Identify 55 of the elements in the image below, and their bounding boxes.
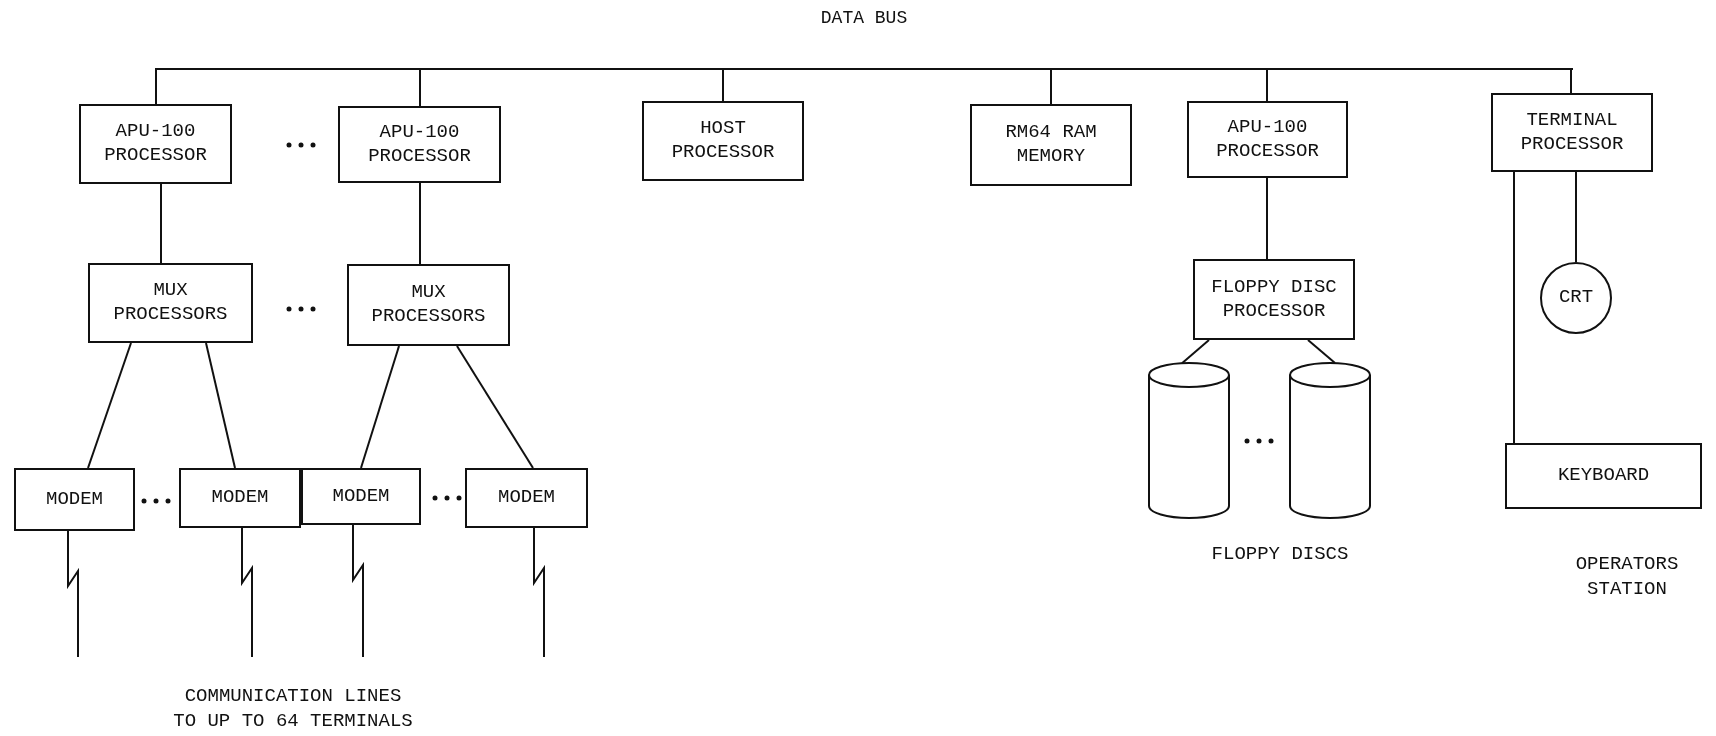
box-label: MUX PROCESSORS: [112, 279, 229, 327]
box-label: KEYBOARD: [1556, 464, 1651, 488]
processor-box: [642, 101, 804, 181]
connector-line: [456, 345, 534, 469]
box-label: TERMINAL PROCESSOR: [1519, 108, 1625, 157]
box-label: APU-100 PROCESSOR: [103, 120, 208, 168]
caption-text: FLOPPY DISCS: [1210, 542, 1350, 567]
connector-line: [1050, 69, 1052, 105]
processor-box: [1193, 259, 1355, 340]
modem-box: [301, 468, 421, 525]
keyboard-box: [1505, 443, 1702, 509]
communication-line: [241, 527, 253, 658]
caption-text: COMMUNICATION LINES TO UP TO 64 TERMINALS: [173, 684, 413, 734]
processor-box: [79, 104, 232, 184]
processor-box: [1491, 93, 1653, 172]
box-label: MODEM: [45, 487, 104, 512]
connector-line: [1575, 171, 1577, 263]
box-label: FLOPPY DISC PROCESSOR: [1210, 275, 1338, 324]
box-label: MODEM: [497, 486, 556, 510]
box-label: APU-100 PROCESSOR: [1215, 115, 1320, 164]
box-label: MODEM: [331, 484, 391, 509]
connector-line: [87, 342, 132, 469]
connector-line: [1266, 69, 1268, 102]
box-label: CRT: [1557, 286, 1595, 310]
processor-box: [1187, 101, 1348, 178]
communication-line: [533, 527, 545, 658]
box-label: RM64 RAM MEMORY: [1004, 121, 1098, 169]
box-label: APU-100 PROCESSOR: [367, 120, 472, 169]
connector-line: [1266, 177, 1268, 260]
communication-line: [352, 524, 364, 658]
connector-line: [1307, 339, 1336, 365]
bus-label: DATA BUS: [819, 8, 909, 28]
box-label: MUX PROCESSORS: [370, 281, 487, 329]
communication-line: [67, 530, 79, 658]
processor-box: [347, 264, 510, 346]
processor-box: [88, 263, 253, 343]
data-bus: [155, 8, 1573, 70]
modem-box: [465, 468, 588, 528]
box-label: HOST PROCESSOR: [670, 117, 776, 165]
processor-box: [338, 106, 501, 183]
modem-box: [179, 468, 301, 528]
connector-line: [722, 69, 724, 102]
modem-box: [14, 468, 135, 531]
connector-line: [1570, 69, 1572, 94]
processor-box: [970, 104, 1132, 186]
box-label: MODEM: [210, 486, 270, 510]
connector-line: [205, 342, 236, 469]
caption-text: OPERATORS STATION: [1574, 552, 1680, 602]
connector-line: [1513, 171, 1515, 444]
connector-line: [419, 69, 421, 107]
connector-line: [160, 183, 162, 264]
connector-line: [360, 345, 400, 469]
connector-line: [419, 182, 421, 265]
connector-line: [155, 69, 157, 105]
connector-line: [1181, 339, 1210, 365]
